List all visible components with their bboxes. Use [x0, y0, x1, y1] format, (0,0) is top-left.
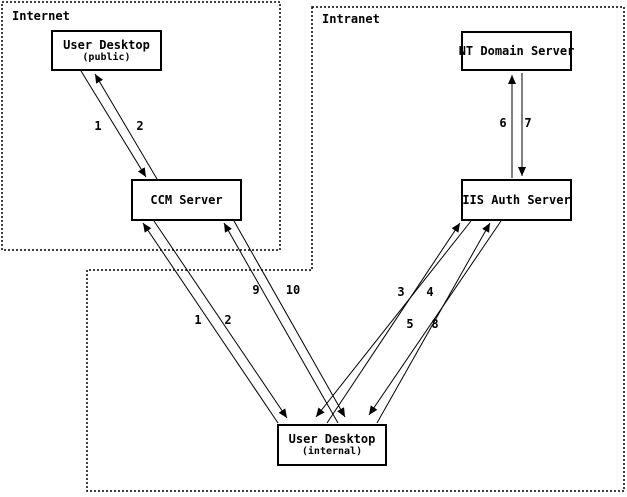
edge-label-step2-public: 2 — [136, 119, 144, 133]
node-sublabel: (public) — [82, 51, 131, 63]
edge-label-step8: 8 — [431, 317, 439, 331]
arrow-step4-iis-to-internal — [315, 220, 472, 418]
arrow-step9-internal-to-ccm — [223, 222, 339, 424]
intranet-zone-outline — [86, 6, 625, 492]
node-nt-domain-server: NT Domain Server — [458, 31, 575, 71]
node-label: User Desktop — [63, 37, 150, 52]
arrow-step5-internal-to-iis — [376, 222, 491, 424]
node-ccm-server: CCM Server — [131, 179, 242, 221]
edge-label-step1-internal: 1 — [194, 313, 202, 327]
edge-label-step1-public: 1 — [94, 119, 102, 133]
edge-label-step7: 7 — [524, 116, 532, 130]
node-label: User Desktop — [288, 432, 376, 446]
arrow-step1-internal-to-ccm — [142, 222, 279, 424]
edge-label-step3: 3 — [397, 285, 405, 299]
arrow-step2-ccm-to-public — [94, 73, 158, 180]
edge-label-step2-internal: 2 — [224, 313, 232, 327]
node-iis-auth-server: IIS Auth Server — [461, 179, 572, 221]
arrow-step3-internal-to-iis — [326, 222, 461, 424]
internet-zone-label: Internet — [12, 9, 70, 23]
edge-label-step10: 10 — [285, 283, 301, 297]
node-label: IIS Auth Server — [462, 192, 571, 207]
arrow-step10-ccm-to-internal — [233, 220, 346, 418]
edge-label-step4: 4 — [426, 285, 434, 299]
node-user-desktop-internal: User Desktop (internal) — [277, 424, 387, 466]
internet-zone-outline — [1, 1, 281, 251]
edge-label-step9: 9 — [252, 283, 260, 297]
arrow-step1-public-to-ccm — [80, 70, 147, 178]
node-sublabel: (internal) — [301, 446, 363, 457]
arrow-step8-iis-to-internal — [368, 220, 502, 416]
arrow-step2-ccm-to-internal — [153, 220, 288, 419]
node-label: CCM Server — [150, 192, 223, 207]
edge-label-step5: 5 — [406, 317, 414, 331]
edge-label-step6: 6 — [499, 116, 507, 130]
intranet-zone-label: Intranet — [322, 12, 380, 26]
node-user-desktop-public: User Desktop (public) — [51, 30, 162, 71]
node-label: NT Domain Server — [458, 43, 575, 58]
